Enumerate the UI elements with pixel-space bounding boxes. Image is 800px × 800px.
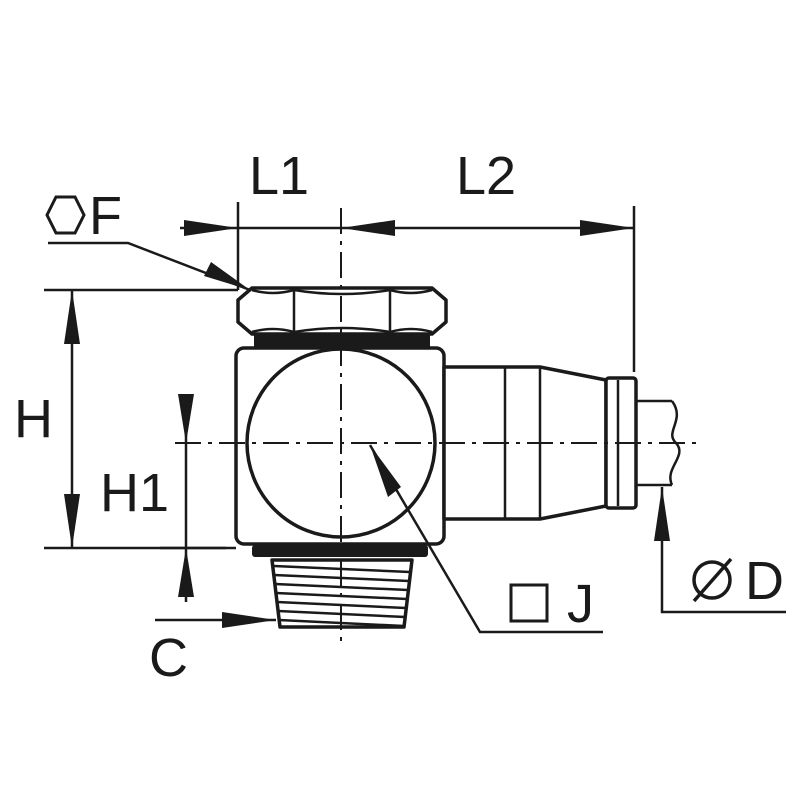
dimension-square-j bbox=[368, 444, 603, 634]
dimension-h1 bbox=[160, 394, 226, 602]
square-symbol-icon bbox=[509, 583, 549, 623]
diameter-symbol-icon bbox=[692, 557, 733, 603]
label-h: H bbox=[14, 389, 53, 449]
label-l1: L1 bbox=[249, 146, 309, 206]
label-c: C bbox=[149, 628, 188, 688]
label-f: F bbox=[89, 186, 122, 246]
dimension-thread-c bbox=[155, 612, 276, 628]
dimension-hex-f bbox=[48, 241, 251, 292]
dimension-l1-l2 bbox=[180, 202, 636, 372]
center-lines bbox=[175, 208, 700, 648]
fitting-part bbox=[234, 286, 681, 629]
label-l2: L2 bbox=[456, 146, 516, 206]
label-d: D bbox=[745, 551, 784, 611]
label-j: J bbox=[567, 574, 594, 634]
dimension-h bbox=[44, 288, 238, 550]
dimension-diameter-d bbox=[654, 487, 786, 614]
hexagon-symbol-icon bbox=[45, 195, 86, 235]
label-h1: H1 bbox=[100, 463, 169, 523]
